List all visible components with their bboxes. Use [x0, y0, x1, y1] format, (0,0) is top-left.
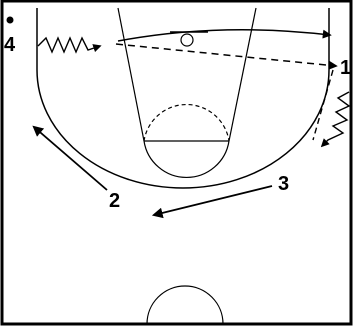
ball-icon	[6, 16, 14, 24]
lane-left-line	[117, 7, 145, 142]
lane-right-line	[228, 7, 257, 142]
center-circle	[146, 285, 224, 325]
player-1-label: 1	[340, 57, 351, 79]
three-point-arc	[36, 8, 330, 189]
player-2-label: 2	[109, 190, 120, 212]
player-2-cut-arrow	[32, 125, 108, 191]
free-throw-circle-top-dashed	[143, 104, 230, 142]
dashed-cut-player-1	[312, 69, 334, 141]
pass-arrow-4-to-1	[115, 43, 338, 70]
player-3-label: 3	[278, 173, 289, 195]
player-1-dribble-zigzag	[320, 91, 351, 148]
free-throw-circle-bottom	[143, 140, 230, 178]
basket-rim	[180, 33, 194, 47]
cut-arrow-to-corner	[117, 28, 332, 42]
player-4-label: 4	[4, 34, 16, 56]
player-3-cut-arrow	[151, 185, 273, 219]
player-4-dribble-zigzag	[37, 36, 102, 54]
